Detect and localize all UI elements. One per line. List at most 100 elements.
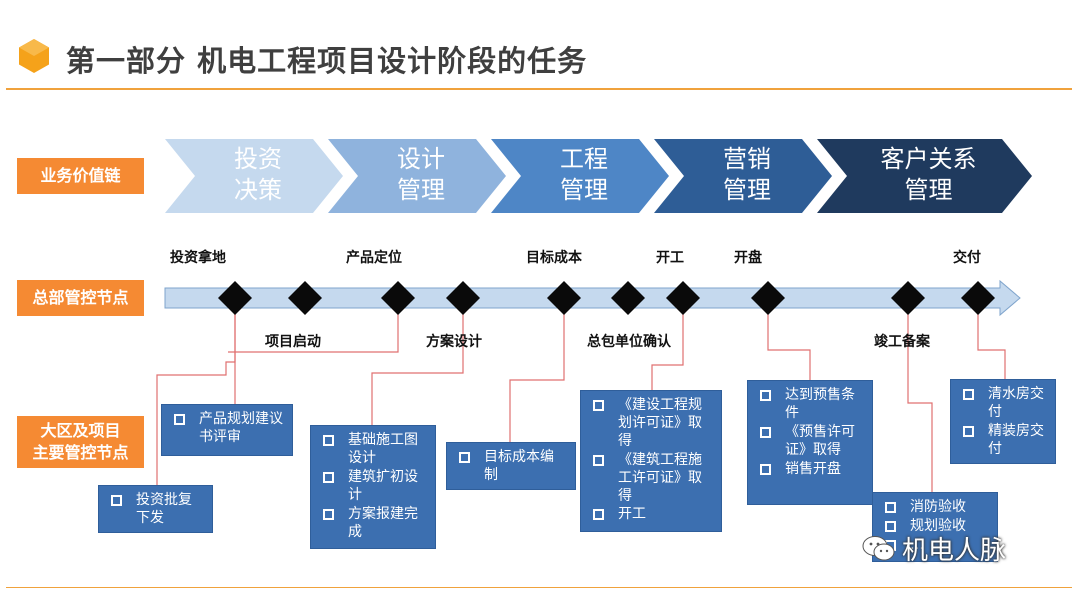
checkbox-bullet-icon	[323, 471, 334, 483]
region-box-item: 消防验收	[873, 499, 989, 517]
region-box-item-text: 产品规划建议书评审	[199, 411, 283, 445]
region-box-item-text: 投资批复下发	[136, 492, 192, 526]
chain-stage-chevron	[654, 139, 832, 213]
region-box-item-text: 开工	[618, 506, 646, 523]
checkbox-bullet-icon	[459, 452, 470, 463]
connector-line	[156, 300, 236, 487]
bottom-divider	[6, 587, 1072, 588]
region-box-item-text: 消防验收	[910, 499, 966, 515]
region-box-item: 达到预售条件	[748, 387, 864, 423]
node-label-top: 开盘	[734, 250, 762, 266]
checkbox-bullet-icon	[323, 435, 334, 446]
milestone-diamond	[288, 281, 322, 315]
connector-line	[509, 298, 565, 444]
node-label-bottom: 总包单位确认	[587, 334, 671, 350]
node-label-bottom: 项目启动	[265, 334, 321, 350]
chain-stage-chevron	[165, 139, 343, 213]
connector-line	[977, 298, 1006, 381]
milestone-diamond	[446, 281, 480, 315]
milestone-diamond	[891, 281, 925, 315]
connector-line	[651, 298, 684, 392]
region-box-item: 《预售许可证》取得	[748, 424, 864, 460]
region-box-item: 基础施工图设计	[311, 432, 427, 468]
checkbox-bullet-icon	[111, 495, 122, 506]
chain-stage-label: 管理	[560, 176, 608, 204]
checkbox-bullet-icon	[593, 400, 604, 411]
milestone-diamond	[381, 281, 415, 315]
region-box: 目标成本编制	[446, 442, 576, 490]
checkbox-bullet-icon	[885, 520, 896, 532]
checkbox-bullet-icon	[174, 414, 185, 425]
node-label-top: 产品定位	[346, 250, 402, 266]
region-box: 基础施工图设计建筑扩初设计方案报建完成	[310, 425, 436, 549]
region-box-item-text: 《预售许可证》取得	[785, 423, 855, 458]
title-divider	[6, 88, 1072, 90]
hq-nodes-label: 总部管控节点	[17, 280, 144, 316]
wechat-icon	[862, 535, 895, 560]
region-box: 投资批复下发	[98, 485, 213, 533]
node-label-bottom: 竣工备案	[874, 334, 930, 350]
region-box-item-text: 精装房交付	[988, 422, 1044, 457]
region-box-item: 目标成本编制	[447, 449, 567, 485]
region-box-item: 清水房交付	[951, 386, 1047, 422]
checkbox-bullet-icon	[760, 390, 771, 401]
watermark: 机电人脉	[862, 530, 1006, 567]
checkbox-bullet-icon	[760, 426, 771, 438]
region-box-item-text: 目标成本编制	[484, 449, 554, 483]
region-box-item: 开工	[581, 506, 713, 524]
watermark-text: 机电人脉	[902, 536, 1007, 566]
region-box: 达到预售条件《预售许可证》取得销售开盘	[747, 380, 873, 505]
checkbox-bullet-icon	[323, 508, 334, 520]
chain-stage-label: 管理	[723, 176, 771, 204]
chain-stage-label: 工程	[560, 145, 608, 173]
checkbox-bullet-icon	[963, 389, 974, 400]
hexagon-logo-icon	[19, 39, 49, 73]
chain-stage-label: 营销	[723, 145, 771, 173]
milestone-diamond	[751, 281, 785, 315]
checkbox-bullet-icon	[593, 509, 604, 521]
chain-stage-label: 管理	[905, 176, 953, 204]
region-box-item-text: 《建筑工程施工许可证》取得	[618, 451, 702, 504]
region-nodes-label: 大区及项目 主要管控节点	[17, 416, 144, 468]
chain-stage-label: 决策	[234, 176, 282, 204]
region-box-item: 精装房交付	[951, 423, 1047, 459]
region-box-item-text: 销售开盘	[785, 460, 841, 477]
region-box-item-text: …	[910, 536, 924, 553]
node-label-top: 投资拿地	[170, 250, 226, 266]
checkbox-bullet-icon	[593, 454, 604, 466]
node-label-bottom: 方案设计	[426, 334, 482, 350]
connector-line	[767, 298, 811, 382]
region-box-item-text: 方案报建完成	[348, 505, 418, 540]
page-title: 第一部分 机电工程项目设计阶段的任务	[66, 44, 588, 78]
chain-stage-chevron	[817, 139, 1032, 213]
chain-stage-chevron	[328, 139, 506, 213]
region-nodes-label-line2: 主要管控节点	[32, 443, 129, 462]
chain-stage-label: 管理	[397, 176, 445, 204]
region-box-item-text: 建筑扩初设计	[348, 468, 418, 503]
connector-line	[907, 298, 933, 494]
region-box-item: 销售开盘	[748, 461, 864, 479]
chain-stage-label: 设计	[397, 145, 445, 173]
region-box-item-text: 清水房交付	[988, 386, 1044, 420]
region-box: 产品规划建议书评审	[161, 404, 293, 456]
region-box: 《建设工程规划许可证》取得《建筑工程施工许可证》取得开工	[580, 390, 722, 532]
region-box-item-text: 规划验收	[910, 517, 966, 534]
chain-stage-label: 客户关系	[881, 145, 977, 173]
node-label-top: 交付	[953, 250, 981, 266]
region-box-item: 方案报建完成	[311, 506, 427, 542]
chain-stage-chevron	[491, 139, 669, 213]
chain-stage-label: 投资	[234, 145, 282, 173]
region-box-item-text: 《建设工程规划许可证》取得	[618, 397, 702, 449]
milestone-diamond	[611, 281, 645, 315]
node-label-top: 开工	[656, 250, 684, 266]
region-box-item-text: 基础施工图设计	[348, 432, 418, 466]
milestone-diamond	[547, 281, 581, 315]
milestone-diamond	[218, 281, 252, 315]
region-box: 消防验收规划验收 …	[872, 492, 998, 562]
milestone-diamond	[666, 281, 700, 315]
connector-line	[371, 298, 464, 427]
region-box-item: 产品规划建议书评审	[162, 411, 284, 447]
region-box-item: 建筑扩初设计	[311, 469, 427, 505]
checkbox-bullet-icon	[760, 463, 771, 475]
